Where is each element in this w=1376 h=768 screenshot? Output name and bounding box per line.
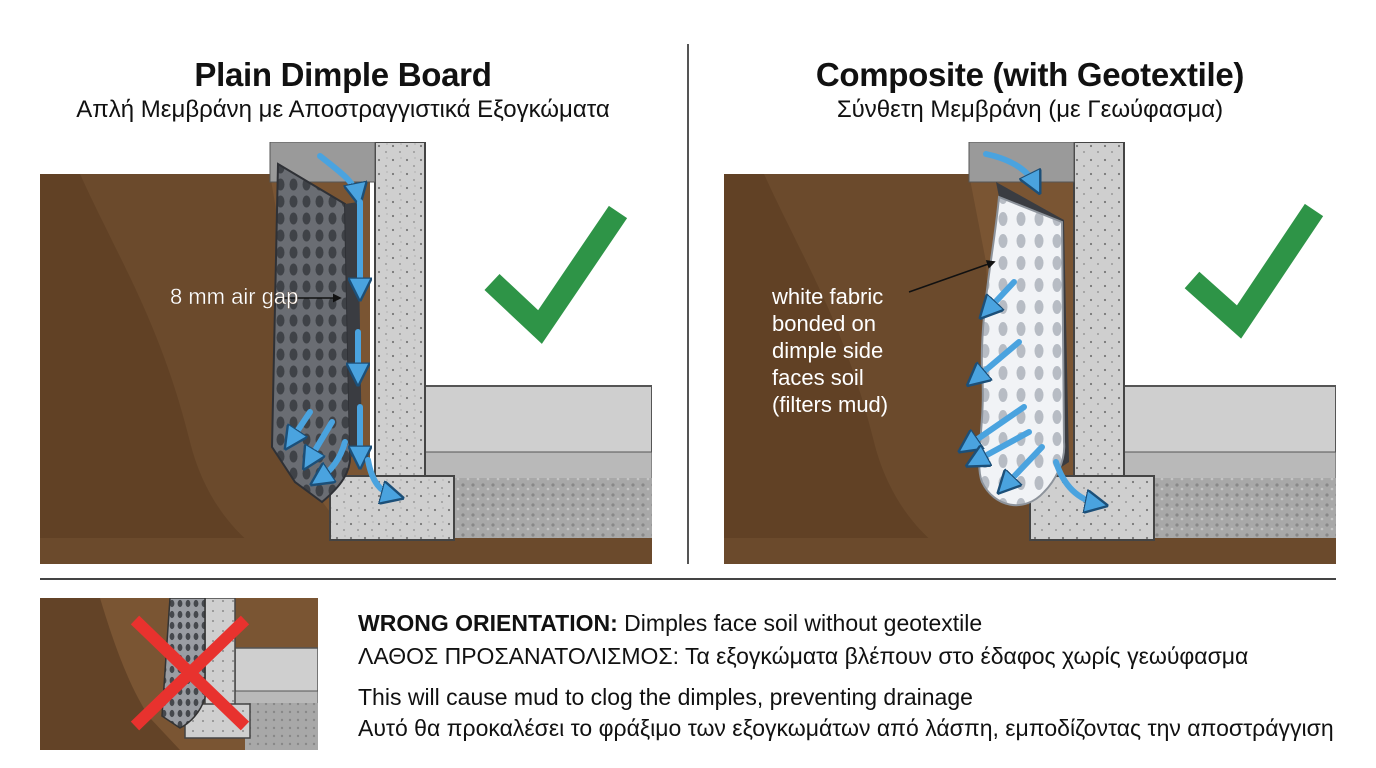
checkmark-icon <box>1184 203 1324 339</box>
left-panel-title: Plain Dimple Board <box>194 56 492 93</box>
geotextile-callout: white fabric bonded on dimple side faces… <box>771 284 889 417</box>
air-gap-label: 8 mm air gap <box>170 284 298 309</box>
plain-dimple-board-illustration: 8 mm air gap <box>40 142 652 564</box>
warning-heading: WRONG ORIENTATION: <box>358 610 618 636</box>
right-panel-subtitle: Σύνθετη Μεμβράνη (με Γεωύφασμα) <box>836 96 1224 123</box>
callout-line: faces soil <box>772 365 864 390</box>
cross-icon <box>130 615 250 731</box>
composite-geotextile-illustration: white fabric bonded on dimple side faces… <box>724 142 1336 564</box>
callout-line: (filters mud) <box>772 392 888 417</box>
foundation-wall <box>374 142 426 483</box>
warning-greek-line: ΛΑΘΟΣ ΠΡΟΣΑΝΑΤΟΛΙΣΜΟΣ: Τα εξογκώματα βλέ… <box>358 643 1249 669</box>
warning-heading-line: WRONG ORIENTATION: Dimples face soil wit… <box>358 610 982 637</box>
floor-slab <box>424 385 652 455</box>
vertical-divider <box>687 44 689 564</box>
warning-consequence-greek-line: Αυτό θα προκαλέσει το φράξιμο των εξογκω… <box>358 715 1334 741</box>
warning-consequence-line: This will cause mud to clog the dimples,… <box>358 684 973 710</box>
wrong-orientation-illustration <box>40 598 318 750</box>
right-panel-title: Composite (with Geotextile) <box>815 56 1245 93</box>
callout-line: bonded on <box>772 311 876 336</box>
water-flow-arrows <box>290 153 395 496</box>
callout-line: white fabric <box>771 284 883 309</box>
warning-heading-rest: Dimples face soil without geotextile <box>617 610 983 636</box>
callout-line: dimple side <box>772 338 883 363</box>
footing <box>329 475 455 541</box>
left-panel-subtitle: Απλή Μεμβράνη με Αποστραγγιστικά Εξογκώμ… <box>76 96 610 123</box>
geotextile-membrane <box>978 195 1066 507</box>
gravel-bed <box>440 478 652 540</box>
checkmark-icon <box>484 205 628 344</box>
horizontal-divider <box>40 578 1336 580</box>
